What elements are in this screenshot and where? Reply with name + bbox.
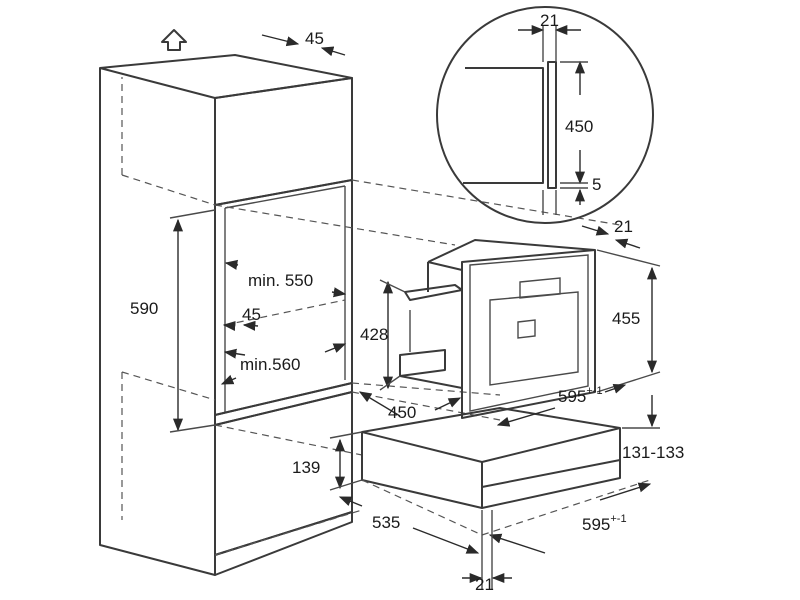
label-top-45: 45 bbox=[305, 29, 324, 48]
cabinet-plinth bbox=[214, 511, 353, 576]
dim-595-top-line bbox=[496, 407, 556, 427]
dim-21-arrow-b bbox=[614, 238, 641, 249]
dim-455-extension bbox=[596, 249, 661, 393]
label-590: 590 bbox=[130, 299, 158, 318]
cabinet-side-panel bbox=[99, 67, 216, 576]
niche-inner-top bbox=[224, 185, 346, 209]
machine-top-tray bbox=[404, 284, 463, 301]
up-arrow-icon bbox=[161, 29, 187, 51]
label-428: 428 bbox=[360, 325, 388, 344]
label-595-top-tolerance: +-1 bbox=[586, 385, 602, 397]
dim-595-bottom-b bbox=[599, 482, 652, 501]
label-139: 139 bbox=[292, 458, 320, 477]
dim-top-45-arrow-a bbox=[261, 34, 300, 47]
cabinet-top-front bbox=[214, 77, 353, 206]
detail-panel-outline bbox=[463, 67, 544, 184]
label-inner-45: 45 bbox=[242, 305, 261, 324]
machine-display bbox=[519, 277, 561, 299]
projection-line bbox=[214, 509, 363, 556]
dim-595-bottom-a bbox=[488, 533, 546, 554]
label-detail-450: 450 bbox=[565, 117, 593, 136]
dim-428-extension bbox=[379, 279, 406, 391]
niche-floor bbox=[214, 382, 353, 426]
machine-body-top bbox=[427, 239, 596, 263]
dim-590-extension bbox=[169, 209, 216, 433]
label-595-top-value: 595 bbox=[558, 387, 586, 406]
machine-panel bbox=[489, 291, 579, 386]
dim-detail-height-extension bbox=[560, 61, 588, 189]
dim-560-arrow-c bbox=[324, 343, 347, 353]
machine-spout bbox=[517, 319, 536, 339]
label-131-133: 131-133 bbox=[622, 443, 684, 462]
drawer-projection bbox=[361, 479, 483, 536]
label-min-560: min.560 bbox=[240, 355, 300, 374]
hidden-edge bbox=[224, 299, 346, 326]
dim-535-start bbox=[338, 496, 363, 507]
label-21-top: 21 bbox=[614, 217, 633, 236]
machine-lower-edge bbox=[399, 375, 463, 389]
detail-circle bbox=[436, 6, 654, 224]
hidden-edge bbox=[121, 371, 216, 401]
label-595-top: 595+-1 bbox=[558, 385, 603, 406]
dimension-labels: 45 590 min. 550 45 min.560 428 455 21 45… bbox=[130, 11, 684, 594]
cabinet-top bbox=[99, 54, 353, 99]
drawer-body bbox=[361, 407, 621, 509]
label-detail-5: 5 bbox=[592, 175, 601, 194]
dim-21-arrow-a bbox=[581, 225, 610, 236]
label-min-550: min. 550 bbox=[248, 271, 313, 290]
machine-lower-block bbox=[399, 349, 446, 377]
label-21-bottom: 21 bbox=[475, 575, 494, 594]
dim-560-arrow-a bbox=[223, 348, 246, 359]
dimension-lines bbox=[169, 34, 661, 590]
label-595-bottom-value: 595 bbox=[582, 515, 610, 534]
machine-front-frame bbox=[461, 249, 596, 419]
dim-535-arrow bbox=[412, 527, 480, 554]
dim-top-45-arrow-b bbox=[320, 46, 346, 57]
dim-inner-45-arrow-b bbox=[242, 320, 259, 331]
drawer-projection bbox=[481, 479, 651, 536]
drawer-top-edge bbox=[361, 427, 621, 463]
label-450: 450 bbox=[388, 403, 416, 422]
machine-front-inner bbox=[469, 254, 589, 412]
hidden-edge bbox=[121, 174, 216, 206]
label-455: 455 bbox=[612, 309, 640, 328]
machine-body-top-edge bbox=[427, 261, 463, 271]
dim-450-arrow-b bbox=[434, 397, 462, 411]
dim-560-arrow-b bbox=[220, 374, 237, 385]
coffee-machine bbox=[399, 239, 596, 419]
projection-line bbox=[214, 204, 456, 246]
projection-line bbox=[351, 179, 621, 226]
projection-line bbox=[351, 382, 501, 396]
dim-inner-45-arrow bbox=[222, 321, 236, 332]
dim-139-extension bbox=[329, 431, 363, 491]
drawer-handle-line bbox=[481, 459, 621, 488]
detail-front-panel bbox=[547, 61, 557, 189]
label-595-bottom: 595+-1 bbox=[582, 513, 627, 534]
detail-view bbox=[436, 6, 654, 224]
label-detail-21: 21 bbox=[540, 11, 559, 30]
detail-lower-guides bbox=[542, 190, 557, 215]
label-535: 535 bbox=[372, 513, 400, 532]
dim-450-line-a bbox=[358, 391, 401, 417]
dim-detail-width-extension bbox=[542, 25, 557, 62]
label-595-bottom-tolerance: +-1 bbox=[610, 513, 626, 525]
oven-niche-frame bbox=[214, 179, 353, 416]
dim-595-top-arrow bbox=[604, 383, 627, 394]
dim-550-arrow-left bbox=[224, 259, 239, 270]
dim-550-arrow-right bbox=[331, 287, 347, 298]
